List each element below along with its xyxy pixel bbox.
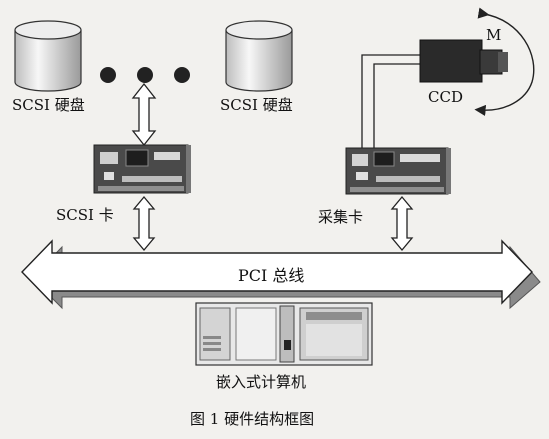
rotation-arc-icon xyxy=(474,7,535,117)
pci-bus-label: PCI 总线 xyxy=(238,266,305,285)
computer-label: 嵌入式计算机 xyxy=(216,373,307,391)
capture-card-icon xyxy=(345,147,451,195)
disk-left-label: SCSI 硬盘 xyxy=(12,96,85,114)
figure-caption: 图 1 硬件结构框图 xyxy=(190,410,315,428)
ccd-label: CCD xyxy=(428,88,463,106)
motor-label: M xyxy=(486,26,502,44)
capture-bus-double-arrow xyxy=(390,195,414,252)
embedded-computer-icon xyxy=(195,302,373,366)
ccd-camera-icon xyxy=(419,39,508,83)
disk-left-icon xyxy=(14,20,82,92)
scsi-card-icon xyxy=(93,144,191,194)
pci-bus-arrow xyxy=(21,239,541,310)
ellipsis-dot xyxy=(100,67,116,83)
disk-right-label: SCSI 硬盘 xyxy=(220,96,293,114)
disk-right-icon xyxy=(225,20,293,92)
disk-card-double-arrow xyxy=(131,82,157,147)
ellipsis-dot xyxy=(137,67,153,83)
ellipsis-dot xyxy=(174,67,190,83)
ccd-cable xyxy=(361,54,420,148)
scsi-card-label: SCSI 卡 xyxy=(56,206,114,224)
capture-card-label: 采集卡 xyxy=(318,208,364,226)
scsi-bus-double-arrow xyxy=(132,195,156,252)
